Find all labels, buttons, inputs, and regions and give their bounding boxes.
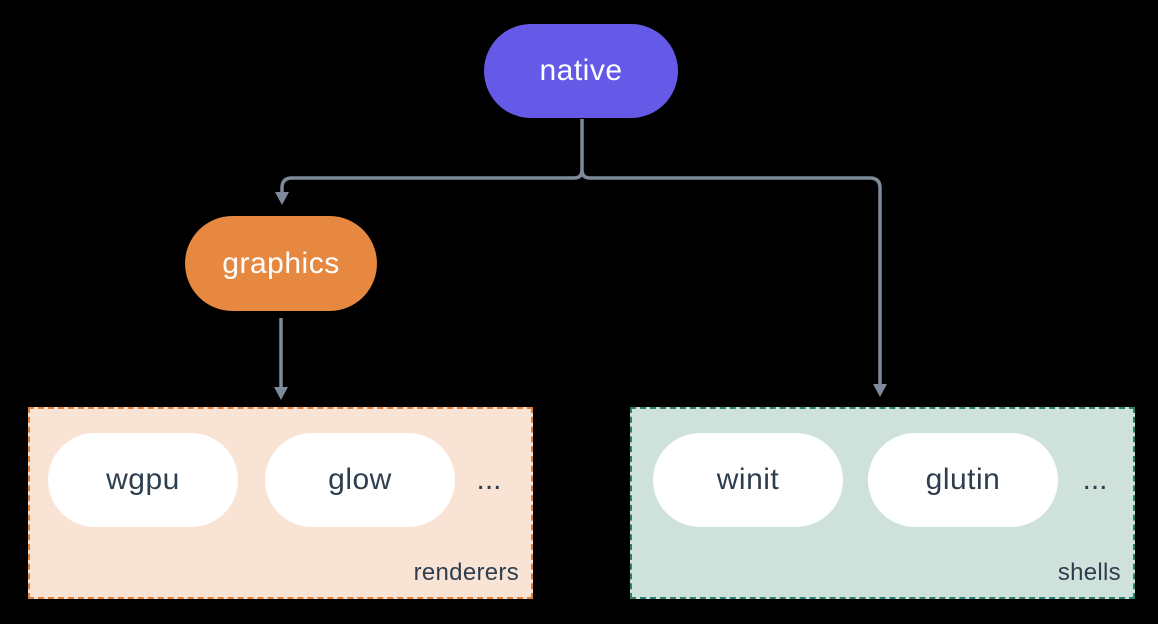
arrowhead-renderers xyxy=(274,387,288,400)
group-renderers: wgpu glow ... renderers xyxy=(28,407,533,599)
arrowheads xyxy=(274,192,887,400)
renderers-ellipsis: ... xyxy=(476,463,502,496)
shells-ellipsis: ... xyxy=(1082,463,1108,496)
node-graphics-label: graphics xyxy=(222,246,340,280)
node-glutin: glutin xyxy=(868,433,1058,527)
node-graphics: graphics xyxy=(185,216,377,311)
node-glow-label: glow xyxy=(328,463,392,496)
node-wgpu: wgpu xyxy=(48,433,238,527)
node-winit: winit xyxy=(653,433,843,527)
group-renderers-label: renderers xyxy=(413,559,519,586)
node-glow: glow xyxy=(265,433,455,527)
edge-native-to-shells xyxy=(580,169,882,384)
node-native: native xyxy=(484,24,678,118)
arrowhead-shells xyxy=(873,384,887,397)
node-winit-label: winit xyxy=(716,463,780,496)
group-shells: winit glutin ... shells xyxy=(630,407,1135,599)
group-shells-label: shells xyxy=(1057,559,1121,586)
arrowhead-graphics xyxy=(275,192,289,205)
edge-native-to-graphics xyxy=(280,119,584,192)
node-wgpu-label: wgpu xyxy=(106,463,180,496)
node-glutin-label: glutin xyxy=(925,463,1001,496)
node-native-label: native xyxy=(539,54,623,87)
